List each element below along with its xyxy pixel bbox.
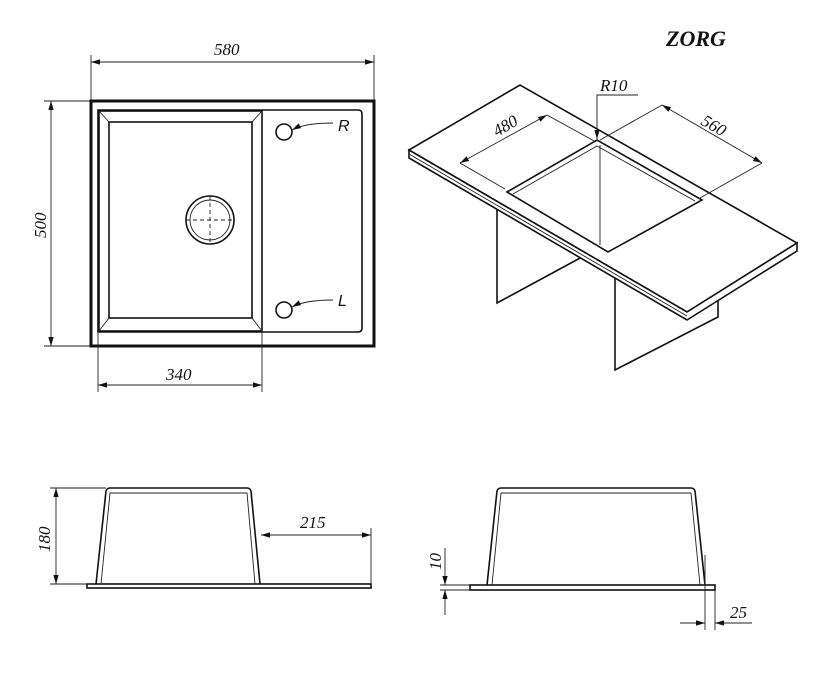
bowl-inner [108, 121, 253, 319]
drain-icon [185, 195, 235, 245]
bowl-outer [98, 110, 263, 332]
brand-logo: ZORG [665, 26, 726, 51]
overhang-dimension: 25 [730, 603, 747, 622]
tap-hole-right-label: R [338, 118, 350, 135]
top-view: 580 500 R L 340 [31, 40, 376, 392]
width-dimension: 580 [214, 40, 240, 59]
bowl-width-dimension: 340 [165, 365, 192, 384]
drainboard-dimension: 215 [300, 513, 326, 532]
isometric-view: 480 560 R10 [407, 76, 799, 372]
tap-hole-left-label: L [338, 293, 347, 310]
bowl-dimension-560: 560 [698, 111, 730, 140]
radius-label: R10 [599, 76, 628, 95]
sink-outline [89, 99, 376, 348]
height-dimension: 180 [35, 526, 54, 552]
rim-outline [97, 109, 363, 333]
tap-hole-right-icon [275, 123, 293, 141]
side-view: 10 25 [426, 487, 752, 630]
tap-hole-left-icon [275, 301, 293, 319]
front-view: 180 215 [35, 487, 372, 589]
flange-thickness-dimension: 10 [426, 553, 445, 571]
depth-dimension: 500 [31, 212, 50, 238]
